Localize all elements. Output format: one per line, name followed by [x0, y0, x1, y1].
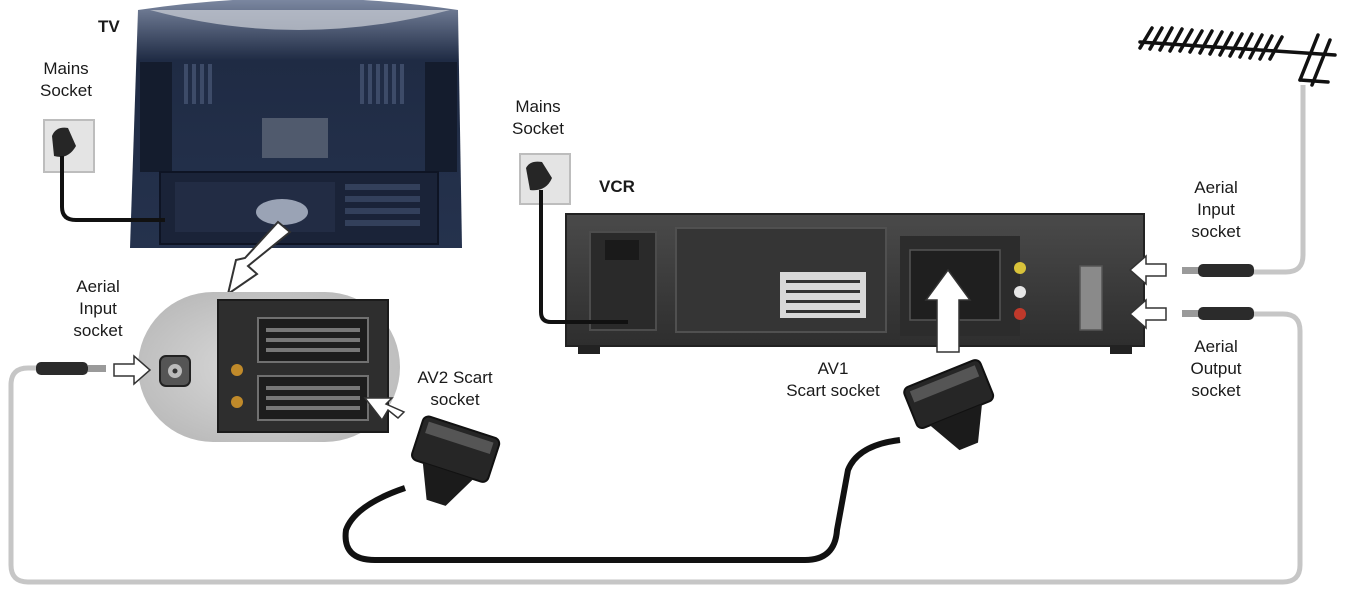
vcr-aerial-output-plug [1182, 307, 1254, 320]
tv-mains-socket-label: Mains Socket [26, 58, 106, 102]
vcr-aerial-input-arrow-icon [1128, 254, 1167, 286]
av2-scart-socket-label: AV2 Scart socket [405, 367, 505, 411]
av1-scart-line-1: AV1 [817, 359, 849, 378]
av2-scart-plug [411, 415, 501, 506]
av2-scart-line-2: socket [430, 390, 480, 409]
av1-scart-socket-label: AV1 Scart socket [768, 358, 898, 402]
vcr-mains-line-1: Mains [515, 97, 561, 116]
tv-mains-line-2: Socket [40, 81, 92, 100]
vcr-back-panel [565, 213, 1145, 354]
av2-scart-arrow-icon [363, 397, 406, 422]
vcr-mains-line-2: Socket [512, 119, 564, 138]
tv-aerial-input-line-1: Aerial [76, 277, 120, 296]
vcr-aerial-input-line-3: socket [1191, 222, 1241, 241]
vcr-aerial-input-line-2: Input [1197, 200, 1235, 219]
tv-mains-line-1: Mains [43, 59, 89, 78]
vcr-aerial-input-plug [1182, 264, 1254, 277]
tv-mains-cable [60, 156, 165, 222]
vcr-aerial-input-label: Aerial Input socket [1176, 177, 1256, 243]
zoom-arrow-icon [226, 220, 292, 297]
av2-scart-line-1: AV2 Scart [417, 368, 493, 387]
vcr-aerial-output-line-1: Aerial [1194, 337, 1238, 356]
vcr-aerial-output-line-3: socket [1191, 381, 1241, 400]
vcr-label: VCR [599, 177, 635, 196]
av1-scart-plug [903, 359, 995, 451]
tv-mains-socket-icon [43, 119, 95, 173]
tv-aerial-plug [36, 362, 106, 375]
vcr-aerial-output-label: Aerial Output socket [1176, 336, 1256, 402]
tv-back-panel [130, 0, 462, 248]
tv-aerial-input-arrow-icon [113, 354, 152, 386]
tv-socket-inset [138, 292, 400, 442]
vcr-aerial-output-line-2: Output [1190, 359, 1242, 378]
tv-label: TV [98, 17, 120, 36]
tv-aerial-input-label: Aerial Input socket [58, 276, 138, 342]
aerial-cable-loop [8, 311, 1303, 585]
vcr-mains-cable [539, 190, 628, 324]
vcr-aerial-output-arrow-icon [1128, 298, 1167, 330]
scart-cable [342, 437, 901, 563]
vcr-aerial-input-line-1: Aerial [1194, 178, 1238, 197]
av1-scart-line-2: Scart socket [786, 381, 880, 400]
tv-aerial-input-line-2: Input [79, 299, 117, 318]
vcr-mains-socket-label: Mains Socket [498, 96, 578, 140]
aerial-antenna-icon [1138, 26, 1337, 87]
av1-scart-arrow-icon [924, 268, 972, 353]
aerial-cable-antenna [1250, 85, 1306, 275]
vcr-mains-socket-icon [519, 153, 571, 205]
tv-aerial-input-line-3: socket [73, 321, 123, 340]
